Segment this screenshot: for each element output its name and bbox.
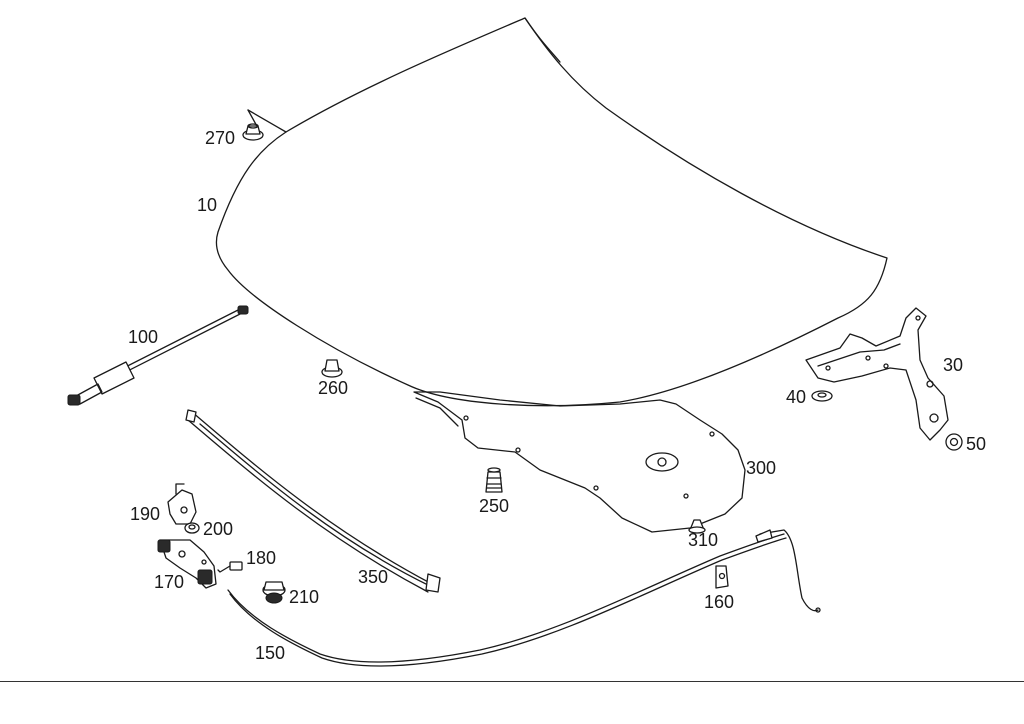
bottom-divider	[0, 681, 1024, 682]
callout-150: 150	[255, 643, 286, 663]
part-160-cable-clip	[715, 565, 729, 589]
part-190-bracket	[167, 483, 197, 525]
part-40-washer	[811, 390, 833, 402]
callout-10: 10	[197, 195, 218, 215]
callout-100: 100	[128, 327, 159, 347]
callout-260: 260	[318, 378, 349, 398]
callout-50: 50	[966, 434, 987, 454]
part-150-release-cable	[227, 529, 821, 667]
part-180-bolt	[217, 561, 243, 573]
callout-350: 350	[358, 567, 389, 587]
part-30-hinge	[805, 307, 949, 441]
callout-160: 160	[704, 592, 735, 612]
callout-300: 300	[746, 458, 777, 478]
part-100-gas-strut	[67, 305, 249, 406]
part-250-damper	[485, 467, 503, 493]
callout-200: 200	[203, 519, 234, 539]
part-10-hood-panel	[215, 17, 888, 407]
callout-30: 30	[943, 355, 964, 375]
part-270-bump-stop	[242, 123, 264, 141]
part-350-seal-strip	[185, 409, 441, 593]
callout-270: 270	[205, 128, 236, 148]
callout-40: 40	[786, 387, 807, 407]
part-210-buffer	[262, 581, 286, 604]
callout-250: 250	[479, 496, 510, 516]
part-200-clip	[184, 522, 200, 534]
part-260-bump-stop	[321, 359, 343, 378]
part-170-hood-lock	[157, 539, 217, 589]
part-300-insulation-mat	[413, 391, 746, 533]
callout-310: 310	[688, 530, 719, 550]
callout-170: 170	[154, 572, 185, 592]
part-50-nut	[945, 433, 963, 451]
part-310-clip	[688, 519, 706, 534]
callout-180: 180	[246, 548, 277, 568]
callout-190: 190	[130, 504, 161, 524]
callout-210: 210	[289, 587, 320, 607]
